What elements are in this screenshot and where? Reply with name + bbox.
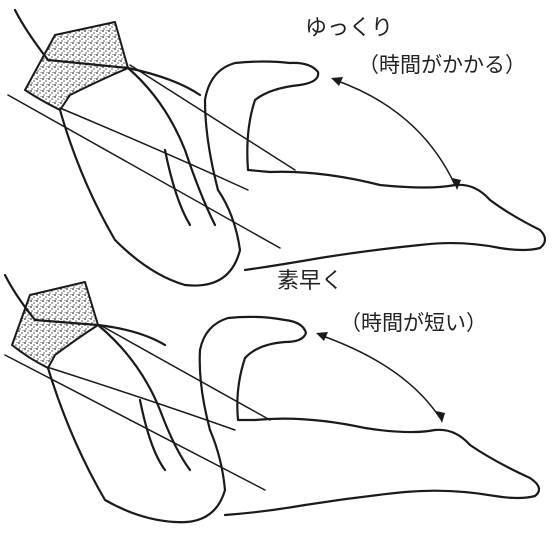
top-motion-arrow bbox=[335, 80, 455, 185]
top-extended-leg bbox=[245, 172, 545, 270]
bottom-note-label: （時間が短い） bbox=[340, 311, 487, 335]
bottom-guide-line-a bbox=[5, 355, 265, 490]
bottom-extended-leg bbox=[225, 419, 539, 515]
bottom-shin-upper bbox=[98, 325, 190, 470]
bottom-leg-panel: 素早く （時間が短い） bbox=[5, 269, 539, 522]
top-calf bbox=[165, 150, 190, 225]
top-knee bbox=[185, 190, 240, 286]
top-guide-line-a bbox=[8, 95, 280, 248]
bottom-raised-leg bbox=[200, 317, 306, 430]
top-note-label: （時間がかかる） bbox=[358, 53, 526, 77]
bottom-arrowhead-end bbox=[436, 411, 445, 423]
bottom-heading-label: 素早く bbox=[277, 269, 343, 294]
top-heading-label: ゆっくり bbox=[305, 16, 393, 41]
bottom-knee bbox=[175, 430, 225, 522]
top-thigh-lower-outline bbox=[60, 110, 185, 285]
bottom-thigh-lower-outline bbox=[48, 368, 175, 522]
bottom-guide-line-b bbox=[100, 325, 270, 420]
top-leg-panel: ゆっくり （時間がかかる） bbox=[8, 10, 545, 286]
bottom-motion-arrow bbox=[320, 335, 440, 418]
top-raised-leg bbox=[205, 62, 318, 191]
